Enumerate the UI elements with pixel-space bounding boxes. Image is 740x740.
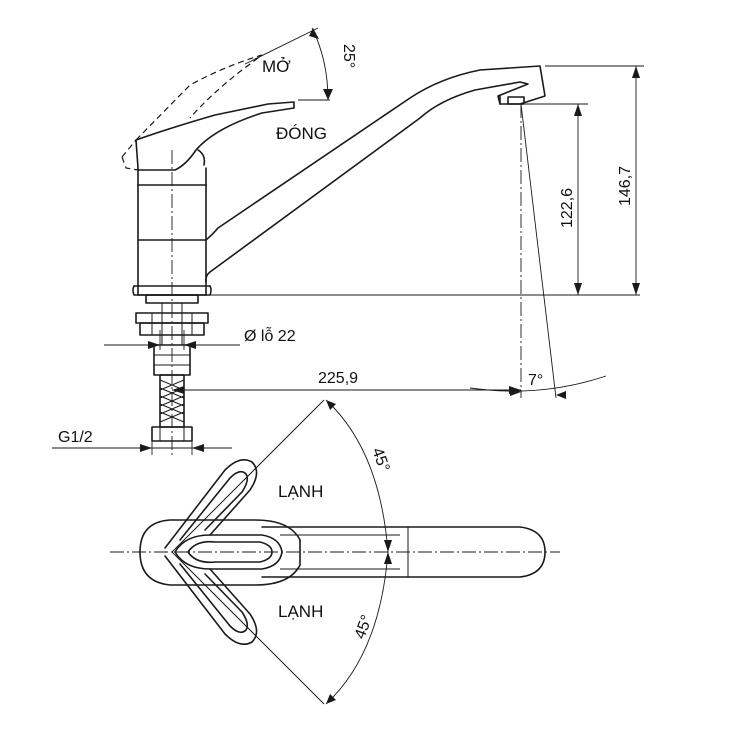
dim-thread: G1/2 [58,429,93,446]
dim-total-height: 146,7 [617,166,634,206]
dim-handle-angle: 25° [340,44,357,68]
label-cold-upper: LẠNH [278,482,323,501]
dim-hole-diameter: Ø lỗ 22 [244,326,296,345]
dim-spout-tilt: 7° [528,372,543,389]
faucet-body [137,167,207,296]
label-closed: ĐÓNG [276,124,327,143]
plan-view [110,399,560,705]
plan-lever-upper [164,459,258,549]
spout [205,65,546,283]
mounting-hardware [135,294,209,442]
side-elevation-view [52,27,644,455]
lever-handle-open [121,54,263,158]
label-open: MỞ [262,57,291,76]
plan-lever-lower [164,555,258,645]
lever-handle-closed [135,101,295,171]
dim-rotate-upper: 45° [368,446,392,475]
plan-body [139,519,301,586]
dim-spout-height: 122,6 [559,188,576,228]
plan-spout [261,526,546,578]
dim-spout-reach: 225,9 [318,370,358,387]
label-cold-lower: LẠNH [278,602,323,621]
dim-rotate-lower: 45° [352,613,376,642]
plan-lever-center [174,534,283,570]
